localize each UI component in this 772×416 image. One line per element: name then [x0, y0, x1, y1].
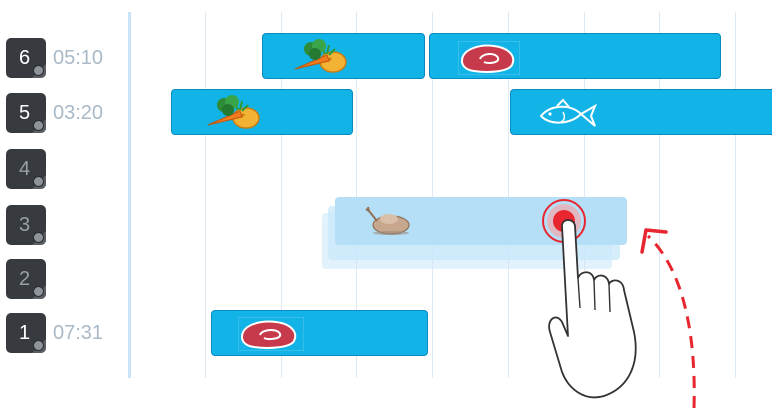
cooking-block-vegetables[interactable] — [171, 89, 353, 135]
shelf-number: 1 — [19, 322, 30, 344]
grid-line — [205, 12, 206, 378]
shelf-number: 3 — [19, 214, 30, 236]
shelf-badge-6[interactable]: 6 — [6, 38, 46, 78]
cooking-block-meat[interactable] — [429, 33, 721, 79]
shelf-number: 6 — [19, 47, 30, 69]
timeline-axis — [128, 12, 131, 378]
shelf-number: 5 — [19, 102, 30, 124]
cooking-block-meat[interactable] — [211, 310, 428, 356]
shelf-indicator-icon — [33, 120, 44, 131]
vegetables-icon — [202, 93, 264, 135]
shelf-badge-2[interactable]: 2 — [6, 259, 46, 299]
meat-steak-icon — [238, 317, 304, 351]
shelf-badge-1[interactable]: 1 — [6, 313, 46, 353]
grid-line — [735, 12, 736, 378]
shelf-indicator-icon — [33, 176, 44, 187]
arrow-up-curved-icon — [630, 222, 710, 412]
shelf-time-5: 03:20 — [53, 102, 103, 124]
fish-icon — [537, 96, 599, 130]
meat-steak-icon — [458, 41, 520, 75]
shelf-badge-5[interactable]: 5 — [6, 93, 46, 133]
cooking-block-vegetables[interactable] — [262, 33, 425, 79]
shelf-indicator-icon — [33, 65, 44, 76]
shelf-indicator-icon — [33, 286, 44, 297]
shelf-badge-3[interactable]: 3 — [6, 205, 46, 245]
poultry-icon — [363, 205, 413, 237]
shelf-number: 4 — [19, 158, 30, 180]
shelf-time-6: 05:10 — [53, 47, 103, 69]
shelf-indicator-icon — [33, 232, 44, 243]
cooking-block-fish[interactable] — [510, 89, 772, 135]
shelf-indicator-icon — [33, 340, 44, 351]
shelf-badge-4[interactable]: 4 — [6, 149, 46, 189]
shelf-number: 2 — [19, 268, 30, 290]
vegetables-icon — [289, 37, 351, 79]
shelf-time-1: 07:31 — [53, 322, 103, 344]
